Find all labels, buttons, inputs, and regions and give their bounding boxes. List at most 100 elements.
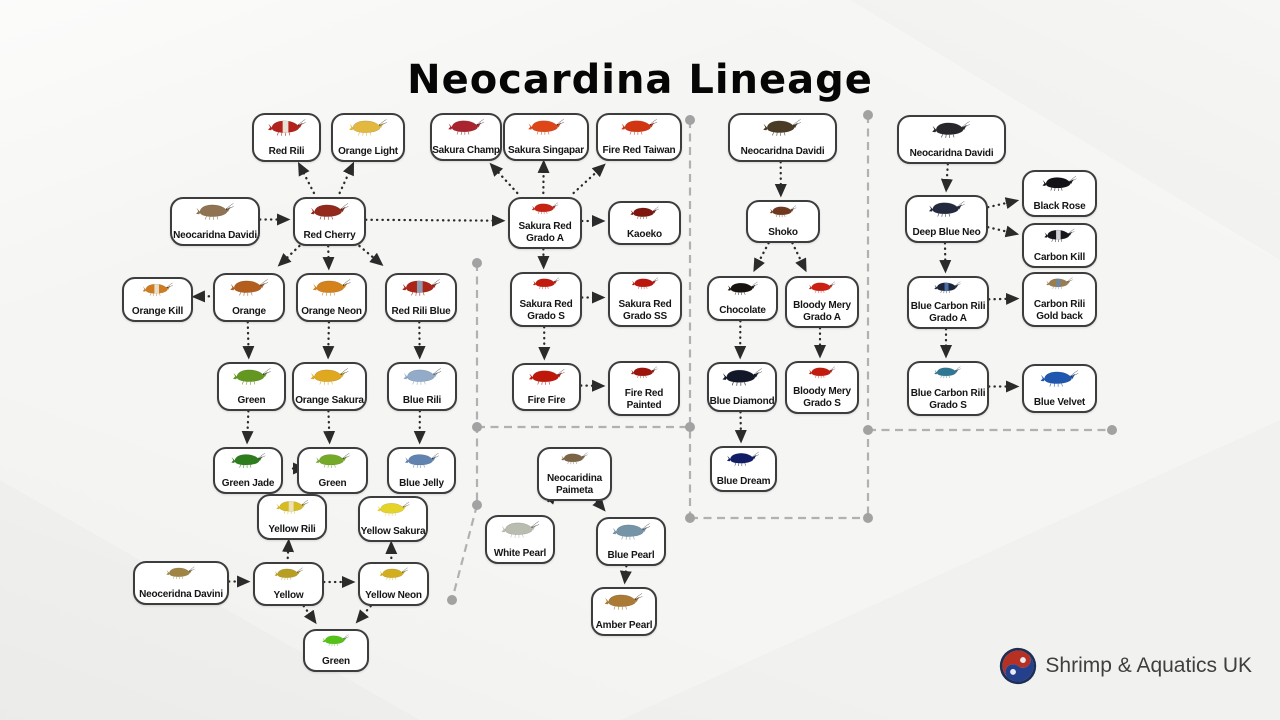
- node-label: Sakura Red Grado S: [519, 299, 573, 322]
- shrimp-aquatics-logo-icon: [1000, 647, 1037, 685]
- node-label: Carbon Kill: [1033, 251, 1086, 263]
- fire-red-painted-shrimp-icon: [615, 365, 673, 379]
- lineage-node-yellow-neon: Yellow Neon: [358, 562, 429, 606]
- lineage-node-davidi-left: Neocaridna Davidi: [170, 197, 260, 246]
- node-label: Blue Carbon Rili Grado S: [910, 388, 986, 411]
- edge-shoko-to-chocolate: [753, 241, 770, 273]
- node-label: Chocolate: [719, 304, 766, 316]
- node-label: Red Rili: [268, 145, 305, 157]
- lineage-node-red-rili-blue: Red Rili Blue: [385, 273, 457, 322]
- edge-yellow-to-green-bottom: [302, 604, 317, 625]
- partition-line: [450, 504, 479, 601]
- node-label: Green: [237, 394, 266, 406]
- node-label: Neocaridna Davidi: [909, 147, 994, 159]
- blue-velvet-shrimp-icon: [1029, 368, 1090, 388]
- lineage-node-carbon-kill: Carbon Kill: [1022, 223, 1097, 268]
- node-label: Neocaridna Davidi: [173, 229, 257, 241]
- orange-shrimp-icon: [220, 277, 278, 297]
- lineage-node-blue-jelly: Blue Jelly: [387, 447, 456, 494]
- white-pearl-shrimp-icon: [492, 519, 549, 539]
- lineage-node-carbon-gold: Carbon Rili Gold back: [1022, 272, 1097, 327]
- node-label: Black Rose: [1033, 200, 1086, 212]
- partition-dot: [685, 422, 695, 432]
- node-label: White Pearl: [493, 547, 547, 559]
- node-label: Sakura Red Grado A: [518, 221, 572, 244]
- cross-arrows: [191, 159, 1020, 625]
- lineage-node-yellow-sakura: Yellow Sakura: [358, 496, 428, 542]
- lineage-node-orange-light: Orange Light: [331, 113, 405, 162]
- partition-dot: [1107, 425, 1117, 435]
- fire-fire-shrimp-icon: [519, 367, 575, 386]
- node-label: Fire Fire: [527, 394, 566, 406]
- edge-red-cherry-to-red-rili: [298, 161, 316, 195]
- carbon-kill-shrimp-icon: [1029, 227, 1090, 243]
- edge-red-cherry-to-red-rili-blue: [358, 244, 384, 266]
- black-rose-shrimp-icon: [1029, 174, 1090, 192]
- node-label: Yellow Sakura: [360, 525, 426, 537]
- page-title: Neocardina Lineage: [407, 56, 873, 103]
- lineage-node-red-cherry: Red Cherry: [293, 197, 366, 246]
- sakura-red-s-shrimp-icon: [517, 276, 575, 290]
- kaoeko-shrimp-icon: [615, 205, 674, 220]
- blue-dream-shrimp-icon: [716, 450, 770, 467]
- lineage-node-orange-sakura: Orange Sakura: [292, 362, 367, 411]
- edge-red-cherry-to-orange-light: [338, 161, 355, 195]
- shoko-shrimp-icon: [753, 204, 813, 218]
- node-label: Orange: [232, 305, 266, 317]
- node-label: Orange Kill: [131, 305, 184, 317]
- fire-red-taiwan-shrimp-icon: [604, 117, 675, 136]
- davini-shrimp-icon: [141, 565, 220, 580]
- green-jade-shrimp-icon: [220, 451, 277, 469]
- node-label: Green Jade: [221, 477, 275, 489]
- partition-dot: [863, 425, 873, 435]
- node-label: Blue Carbon Rili Grado A: [910, 301, 986, 324]
- node-label: Yellow Rili: [268, 523, 316, 535]
- node-label: Green: [318, 477, 347, 489]
- edge-sakura-red-a-to-sakura-champ: [489, 162, 519, 195]
- lineage-node-fire-fire: Fire Fire: [512, 363, 581, 411]
- partition-dot: [472, 422, 482, 432]
- lineage-node-sakura-red-ss: Sakura Red Grado SS: [608, 272, 682, 327]
- sakura-red-a-shrimp-icon: [515, 201, 575, 215]
- sakura-champ-shrimp-icon: [437, 117, 495, 136]
- lineage-node-green-jade: Green Jade: [213, 447, 283, 494]
- edge-yellow-neon-to-green-bottom: [355, 604, 372, 624]
- edge-green4-to-green-jade: [241, 409, 254, 445]
- davidi-left-shrimp-icon: [178, 201, 252, 221]
- lineage-node-sakura-champ: Sakura Champ: [430, 113, 502, 161]
- edge-red-cherry-to-sakura-red-a: [364, 214, 506, 227]
- node-label: Blue Velvet: [1033, 396, 1086, 408]
- node-label: Blue Diamond: [709, 395, 775, 407]
- blue-carbon-a-shrimp-icon: [914, 280, 981, 294]
- edge-blue-pearl-to-amber-pearl: [619, 564, 632, 585]
- lineage-node-bloody-mery-a: Bloody Mery Grado A: [785, 276, 859, 328]
- node-label: Carbon Rili Gold back: [1033, 299, 1086, 322]
- lineage-node-green5: Green: [297, 447, 368, 494]
- lineage-node-sakura-red-s: Sakura Red Grado S: [510, 272, 582, 327]
- node-label: Blue Pearl: [607, 549, 655, 561]
- blue-rili-shrimp-icon: [394, 366, 451, 386]
- node-label: Orange Light: [338, 145, 398, 157]
- edge-deep-blue-neo-to-black-rose: [986, 197, 1020, 209]
- yellow-rili-shrimp-icon: [264, 498, 321, 515]
- node-label: Blue Rili: [402, 394, 442, 406]
- davidi-right-shrimp-icon: [906, 119, 996, 139]
- lineage-node-sakura-red-a: Sakura Red Grado A: [508, 197, 582, 249]
- partition-dot: [472, 500, 482, 510]
- edge-shoko-to-bloody-mery-a: [791, 241, 807, 273]
- davidi-mid-shrimp-icon: [737, 117, 827, 137]
- node-label: Green: [322, 655, 350, 667]
- red-rili-shrimp-icon: [259, 117, 315, 137]
- lineage-node-green-bottom: Green: [303, 629, 369, 672]
- lineage-node-chocolate: Chocolate: [707, 276, 778, 321]
- yellow-sakura-shrimp-icon: [365, 500, 422, 517]
- blue-carbon-s-shrimp-icon: [914, 365, 981, 379]
- node-label: Neocaridna Davidi: [740, 145, 825, 157]
- bloody-mery-a-shrimp-icon: [792, 280, 852, 294]
- edge-paimeta-to-blue-pearl: [592, 497, 606, 512]
- node-label: Sakura Champ: [432, 144, 500, 156]
- edge-orange-sakura-to-green5: [323, 409, 336, 445]
- yellow-neon-shrimp-icon: [365, 566, 423, 581]
- node-label: Yellow Neon: [365, 589, 422, 601]
